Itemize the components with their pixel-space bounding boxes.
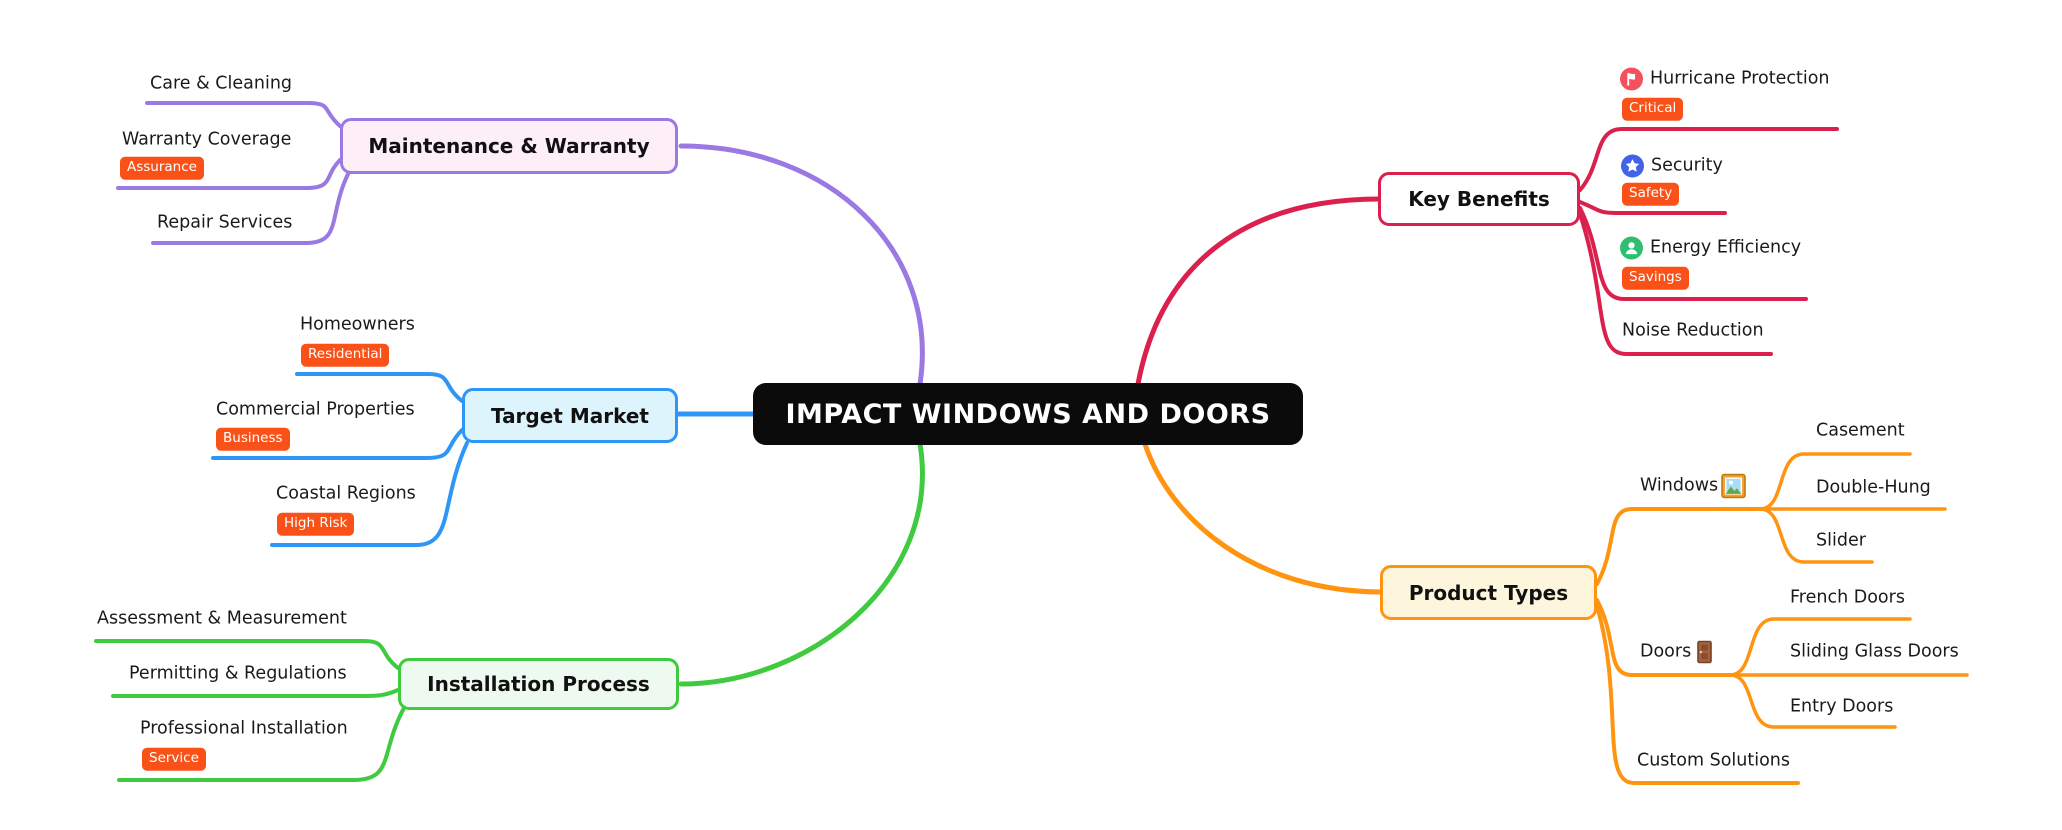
leaf-hurricane-protection[interactable]: Hurricane Protection [1620, 67, 1830, 91]
link-professional [117, 706, 406, 782]
leaf-slider-label: Slider [1816, 530, 1866, 551]
link-security [1578, 200, 1727, 215]
link-care-cleaning [145, 101, 342, 128]
link-key-benefits [1135, 196, 1383, 387]
leaf-homeowners[interactable]: Homeowners [300, 316, 415, 334]
link-homeowners [295, 372, 464, 403]
leaf-assessment-measurement-label: Assessment & Measurement [97, 608, 347, 629]
leaf-professional-installation-label: Professional Installation [140, 718, 348, 739]
badge-residential: Residential [301, 343, 390, 367]
leaf-french-doors[interactable]: French Doors [1790, 589, 1905, 607]
leaf-doors-label: Doors [1640, 641, 1692, 662]
link-slider [1758, 507, 1874, 564]
central-node[interactable]: IMPACT WINDOWS AND DOORS [753, 383, 1303, 445]
leaf-commercial-properties-label: Commercial Properties [216, 399, 415, 420]
leaf-warranty-coverage-label: Warranty Coverage [122, 129, 292, 150]
leaf-care-cleaning[interactable]: Care & Cleaning [150, 75, 292, 93]
node-key-benefits[interactable]: Key Benefits [1378, 172, 1580, 226]
leaf-hurricane-protection-label: Hurricane Protection [1650, 68, 1830, 89]
leaf-doors[interactable]: Doors [1640, 640, 1713, 664]
leaf-windows-label: Windows [1640, 475, 1719, 496]
link-windows [1595, 507, 1762, 586]
link-energy [1578, 206, 1808, 301]
leaf-energy-efficiency-label: Energy Efficiency [1650, 237, 1802, 258]
leaf-homeowners-label: Homeowners [300, 314, 415, 335]
link-noise [1578, 212, 1773, 356]
link-doors [1595, 598, 1732, 677]
badge-critical: Critical [1622, 97, 1684, 121]
badge-business: Business [216, 427, 290, 451]
leaf-casement[interactable]: Casement [1816, 422, 1905, 440]
node-maintenance-warranty-label: Maintenance & Warranty [368, 134, 650, 158]
framed-picture-icon [1721, 473, 1746, 499]
leaf-permitting-regulations-label: Permitting & Regulations [129, 663, 347, 684]
leaf-repair-services-label: Repair Services [157, 212, 293, 233]
link-hurricane [1578, 127, 1839, 192]
flag-icon [1620, 67, 1643, 91]
badge-safety: Safety [1622, 182, 1680, 206]
leaf-care-cleaning-label: Care & Cleaning [150, 73, 293, 94]
central-node-label: IMPACT WINDOWS AND DOORS [785, 398, 1271, 430]
badge-assurance: Assurance [120, 156, 204, 180]
door-icon [1697, 640, 1713, 664]
leaf-slider[interactable]: Slider [1816, 532, 1866, 550]
leaf-custom-solutions-label: Custom Solutions [1637, 750, 1791, 771]
leaf-coastal-regions-label: Coastal Regions [276, 483, 416, 504]
link-installation [678, 441, 925, 687]
leaf-warranty-coverage[interactable]: Warranty Coverage [122, 131, 291, 149]
link-custom-solutions [1595, 604, 1800, 785]
leaf-permitting-regulations[interactable]: Permitting & Regulations [129, 665, 347, 683]
node-installation-process[interactable]: Installation Process [398, 658, 679, 710]
leaf-repair-services[interactable]: Repair Services [157, 214, 292, 232]
leaf-casement-label: Casement [1816, 420, 1905, 441]
leaf-entry-doors[interactable]: Entry Doors [1790, 698, 1893, 716]
leaf-sliding-glass-doors-label: Sliding Glass Doors [1790, 641, 1959, 662]
node-product-types[interactable]: Product Types [1380, 565, 1597, 620]
leaf-commercial-properties[interactable]: Commercial Properties [216, 401, 415, 419]
node-target-market[interactable]: Target Market [462, 388, 678, 443]
leaf-security[interactable]: Security [1621, 154, 1723, 178]
badge-service: Service [142, 747, 206, 771]
leaf-security-label: Security [1651, 155, 1723, 176]
leaf-energy-efficiency[interactable]: Energy Efficiency [1620, 236, 1802, 260]
star-icon [1621, 154, 1644, 178]
leaf-entry-doors-label: Entry Doors [1790, 696, 1894, 717]
badge-savings: Savings [1622, 266, 1689, 290]
person-icon [1620, 236, 1643, 260]
leaf-double-hung-label: Double-Hung [1816, 477, 1931, 498]
link-maintenance [678, 143, 925, 387]
node-product-types-label: Product Types [1408, 580, 1569, 605]
link-casement [1758, 452, 1912, 511]
leaf-double-hung[interactable]: Double-Hung [1816, 479, 1931, 497]
link-commercial [211, 428, 464, 460]
link-french-doors [1728, 617, 1912, 677]
link-entry-doors [1728, 673, 1897, 729]
link-coastal [270, 441, 469, 547]
leaf-french-doors-label: French Doors [1790, 587, 1905, 608]
leaf-custom-solutions[interactable]: Custom Solutions [1637, 752, 1790, 770]
badge-high-risk: High Risk [277, 512, 355, 536]
leaf-assessment-measurement[interactable]: Assessment & Measurement [97, 610, 347, 628]
node-installation-process-label: Installation Process [427, 672, 650, 696]
leaf-sliding-glass-doors[interactable]: Sliding Glass Doors [1790, 643, 1959, 661]
leaf-noise-reduction-label: Noise Reduction [1622, 320, 1764, 341]
leaf-professional-installation[interactable]: Professional Installation [140, 720, 348, 738]
node-key-benefits-label: Key Benefits [1408, 187, 1550, 211]
link-assessment [94, 639, 400, 670]
leaf-coastal-regions[interactable]: Coastal Regions [276, 485, 416, 503]
link-product-types [1142, 441, 1385, 595]
leaf-noise-reduction[interactable]: Noise Reduction [1622, 322, 1764, 340]
node-maintenance-warranty[interactable]: Maintenance & Warranty [340, 118, 678, 174]
leaf-windows[interactable]: Windows [1640, 473, 1746, 499]
link-permitting [111, 688, 400, 698]
link-warranty-coverage [116, 158, 342, 190]
node-target-market-label: Target Market [491, 403, 649, 428]
link-repair-services [151, 172, 350, 245]
